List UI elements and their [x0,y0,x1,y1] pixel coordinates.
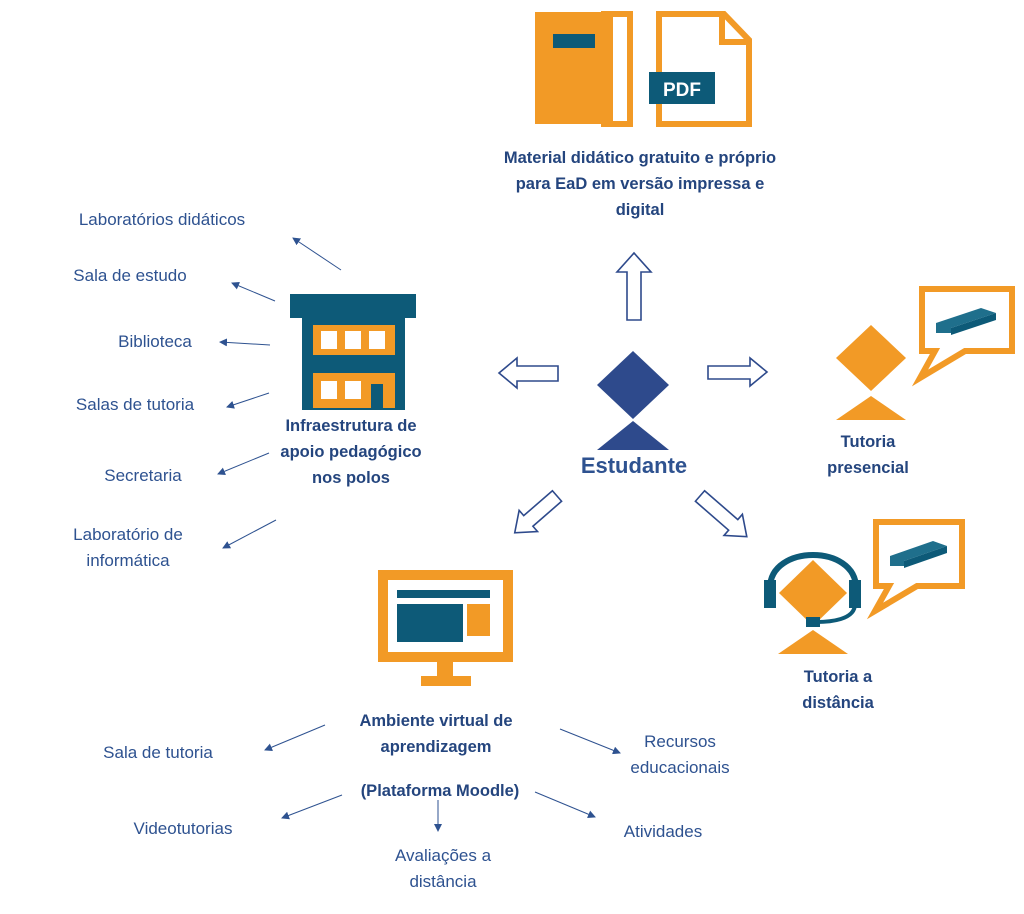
tutoria-distancia-line: Tutoria a [803,668,873,686]
item-atividades: Atividades [623,822,703,841]
item-line: Recursos [644,732,716,751]
material-label-line: para EaD em versão impressa e [515,175,765,193]
monitor-icon [378,570,513,686]
infraestrutura-line: apoio pedagógico [280,443,422,461]
ambiente-sublabel: (Plataforma Moodle) [360,782,520,800]
material-label: Material didático gratuito e próprio par… [470,145,810,223]
arrow-to-salas-de-tutoria [226,392,270,409]
arrow-to-recursos [559,728,621,755]
arrow-down-left-to-ambiente [513,489,563,534]
item-line: informática [86,551,170,570]
arrow-to-sala-de-estudo [231,282,276,302]
ambiente-label: Ambiente virtual de aprendizagem [336,708,536,760]
hollow-arrows [497,251,769,538]
material-label-line: digital [615,201,665,219]
ambiente-line: Ambiente virtual de [359,712,513,730]
item-recursos-educacionais: Recursos educacionais [610,729,750,781]
item-avaliacoes-a-distancia: Avaliações a distância [370,843,516,895]
arrow-to-laboratorio-informatica [222,519,277,549]
item-line: Avaliações a [394,846,492,865]
pdf-file-icon: PDF [649,11,752,127]
item-line: educacionais [630,758,730,777]
tutoria-distancia-line: distância [802,694,874,712]
item-biblioteca: Biblioteca [118,332,192,351]
arrow-to-atividades [534,791,596,818]
arrow-to-secretaria [217,452,270,476]
arrow-left-to-infraestrutura [497,356,559,390]
item-line: distância [409,872,477,891]
center-label: Estudante [580,453,688,478]
item-laboratorios-didaticos: Laboratórios didáticos [78,210,246,229]
infra-arrows [217,237,342,549]
infraestrutura-label: Infraestrutura de apoio pedagógico nos p… [261,413,441,491]
arrow-to-laboratorios-didaticos [292,237,342,271]
ambiente-line: aprendizagem [380,738,492,756]
arrow-up-to-material [615,251,653,321]
item-videotutorias: Videotutorias [133,819,233,838]
tutoria-distancia-label: Tutoria a distância [770,664,906,716]
person-speech-book-icon [836,286,1015,420]
arrow-to-sala-de-tutoria [264,724,326,751]
item-line: Laboratório de [73,525,183,544]
infraestrutura-line: Infraestrutura de [285,417,417,435]
tutoria-presencial-line: Tutoria [840,433,896,451]
arrow-down-right-to-tutoria-distancia [694,489,748,538]
arrow-to-videotutorias [281,794,343,820]
arrow-right-to-tutoria-presencial [707,356,769,388]
pdf-label: PDF [663,80,701,101]
headset-speech-book-icon [764,519,965,654]
student-person-icon [597,351,669,450]
tutoria-presencial-label: Tutoria presencial [800,429,936,481]
ambiente-arrows [264,724,621,832]
tutoria-presencial-line: presencial [827,459,909,477]
item-sala-de-tutoria: Sala de tutoria [103,743,213,762]
building-icon [290,294,416,410]
arrow-to-biblioteca [219,338,271,347]
item-secretaria: Secretaria [104,466,182,485]
item-laboratorio-de-informatica: Laboratório de informática [48,522,208,574]
material-label-line: Material didático gratuito e próprio [503,149,777,167]
item-salas-de-tutoria: Salas de tutoria [75,395,195,414]
book-icon [535,11,633,127]
item-sala-de-estudo: Sala de estudo [73,266,187,285]
infraestrutura-line: nos polos [312,469,390,487]
